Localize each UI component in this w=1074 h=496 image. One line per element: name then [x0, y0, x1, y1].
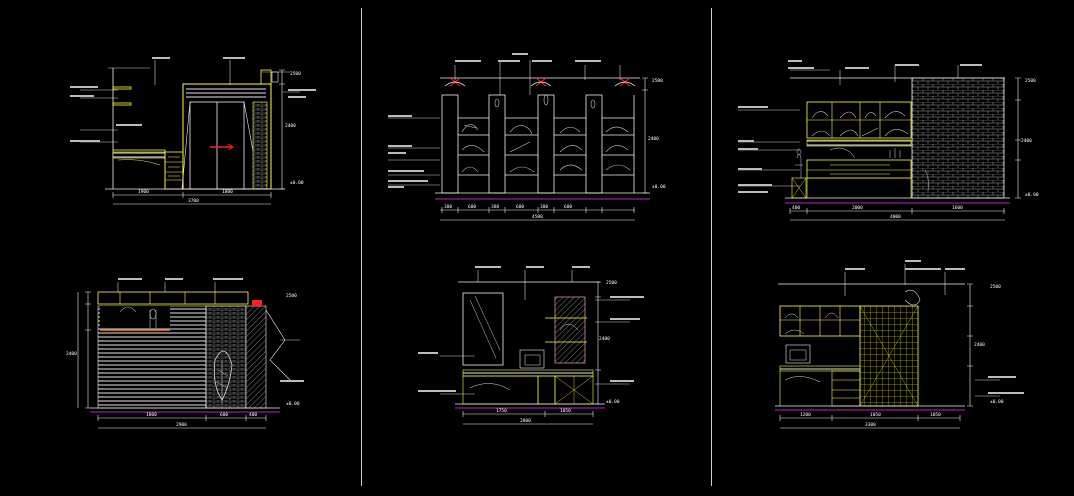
leader-lines: [738, 65, 959, 187]
drawing-divider-right: [711, 8, 712, 486]
dim-bottom-5a: 1750: [496, 408, 507, 414]
dim-bottom-2e: 380: [540, 204, 548, 210]
leader-lines: [80, 60, 300, 143]
dim-bottom-1a: 1900: [138, 189, 149, 195]
shelf-lines: [458, 95, 635, 193]
elevation-3[interactable]: 2400 2500 ±0.00 400 2000 1600 4000: [738, 60, 1039, 221]
dim-bottom-2a: 380: [444, 204, 452, 210]
dim-bottom-6a: 1200: [800, 412, 811, 418]
dim-bottom-5b: 1050: [560, 408, 571, 414]
level-top-3: 2500: [1025, 78, 1036, 84]
annotation-text: [118, 278, 304, 382]
dim-right-1: 2400: [285, 123, 296, 129]
dim-bottom-4b: 600: [220, 412, 228, 418]
leader-lines: [117, 282, 300, 341]
level-floor-4: ±0.00: [286, 401, 300, 407]
annotation-text: [418, 266, 644, 392]
elevation-2[interactable]: 2400 2500 ±0.00 380 600 380 600 380 600 …: [388, 53, 666, 221]
leader-lines: [388, 60, 621, 186]
dim-bottom-1b: 1800: [222, 189, 233, 195]
dim-left-4: 2400: [66, 351, 77, 357]
dim-bottom-3c: 1600: [952, 205, 963, 211]
dim-bottom-4c: 400: [249, 412, 257, 418]
annotation-text: [845, 260, 1024, 394]
dim-bottom-2d: 600: [516, 204, 524, 210]
brick-wall: [911, 77, 1005, 199]
dim-bottom-6b: 1050: [870, 412, 881, 418]
dim-bottom-6c: 1050: [930, 412, 941, 418]
elevation-1[interactable]: 2400 2500 ±0.00 1900 1800 3700: [70, 57, 316, 205]
ceiling-lamp-icons: [444, 77, 636, 87]
dim-right-2: 2400: [648, 136, 659, 142]
dim-bottom-3b: 2000: [852, 205, 863, 211]
dim-right-5: 2400: [599, 336, 610, 342]
leader-lines: [440, 270, 630, 395]
dim-bottom-2f: 600: [564, 204, 572, 210]
annotation-text: [738, 60, 982, 193]
annotation-text: [388, 53, 601, 188]
level-top-6: 2500: [990, 284, 1001, 290]
level-floor-3: ±0.00: [1025, 192, 1039, 198]
pilaster-columns: [441, 94, 603, 194]
dim-total-4: 2900: [176, 422, 187, 428]
level-floor-6: ±0.00: [990, 399, 1004, 405]
cabinet-decor: [811, 111, 909, 137]
shelf-decor: [461, 94, 631, 173]
level-floor-5: ±0.00: [606, 399, 620, 405]
elevation-5[interactable]: 2400 2500 ±0.00 1750 1050 2800: [418, 266, 644, 425]
elevation-6[interactable]: 2400 2500 ±0.00 1200 1050 1050 3300: [775, 260, 1024, 429]
dim-total-6: 3300: [865, 422, 876, 428]
dim-right-6: 2400: [974, 342, 985, 348]
drawing-divider-left: [361, 8, 362, 486]
dim-total-1: 3700: [188, 198, 199, 204]
level-top-1: 2500: [290, 71, 301, 77]
level-top-5: 2500: [606, 280, 617, 286]
dim-bottom-4a: 1800: [146, 412, 157, 418]
dim-bottom-3a: 400: [792, 205, 800, 211]
level-top-2: 2500: [652, 78, 663, 84]
dim-total-3: 4000: [890, 214, 901, 220]
dim-right-3: 2400: [1021, 138, 1032, 144]
dim-bottom-2c: 380: [491, 204, 499, 210]
dim-total-5: 2800: [520, 418, 531, 424]
level-floor-2: ±0.00: [652, 184, 666, 190]
dim-bottom-2b: 600: [468, 204, 476, 210]
level-top-4: 2500: [286, 293, 297, 299]
dim-total-2: 4500: [532, 214, 543, 220]
elevation-4[interactable]: 2400 2500 ±0.00 1800 600 400 2900: [66, 278, 304, 429]
annotation-text: [70, 57, 316, 142]
level-floor-1: ±0.00: [290, 180, 304, 186]
